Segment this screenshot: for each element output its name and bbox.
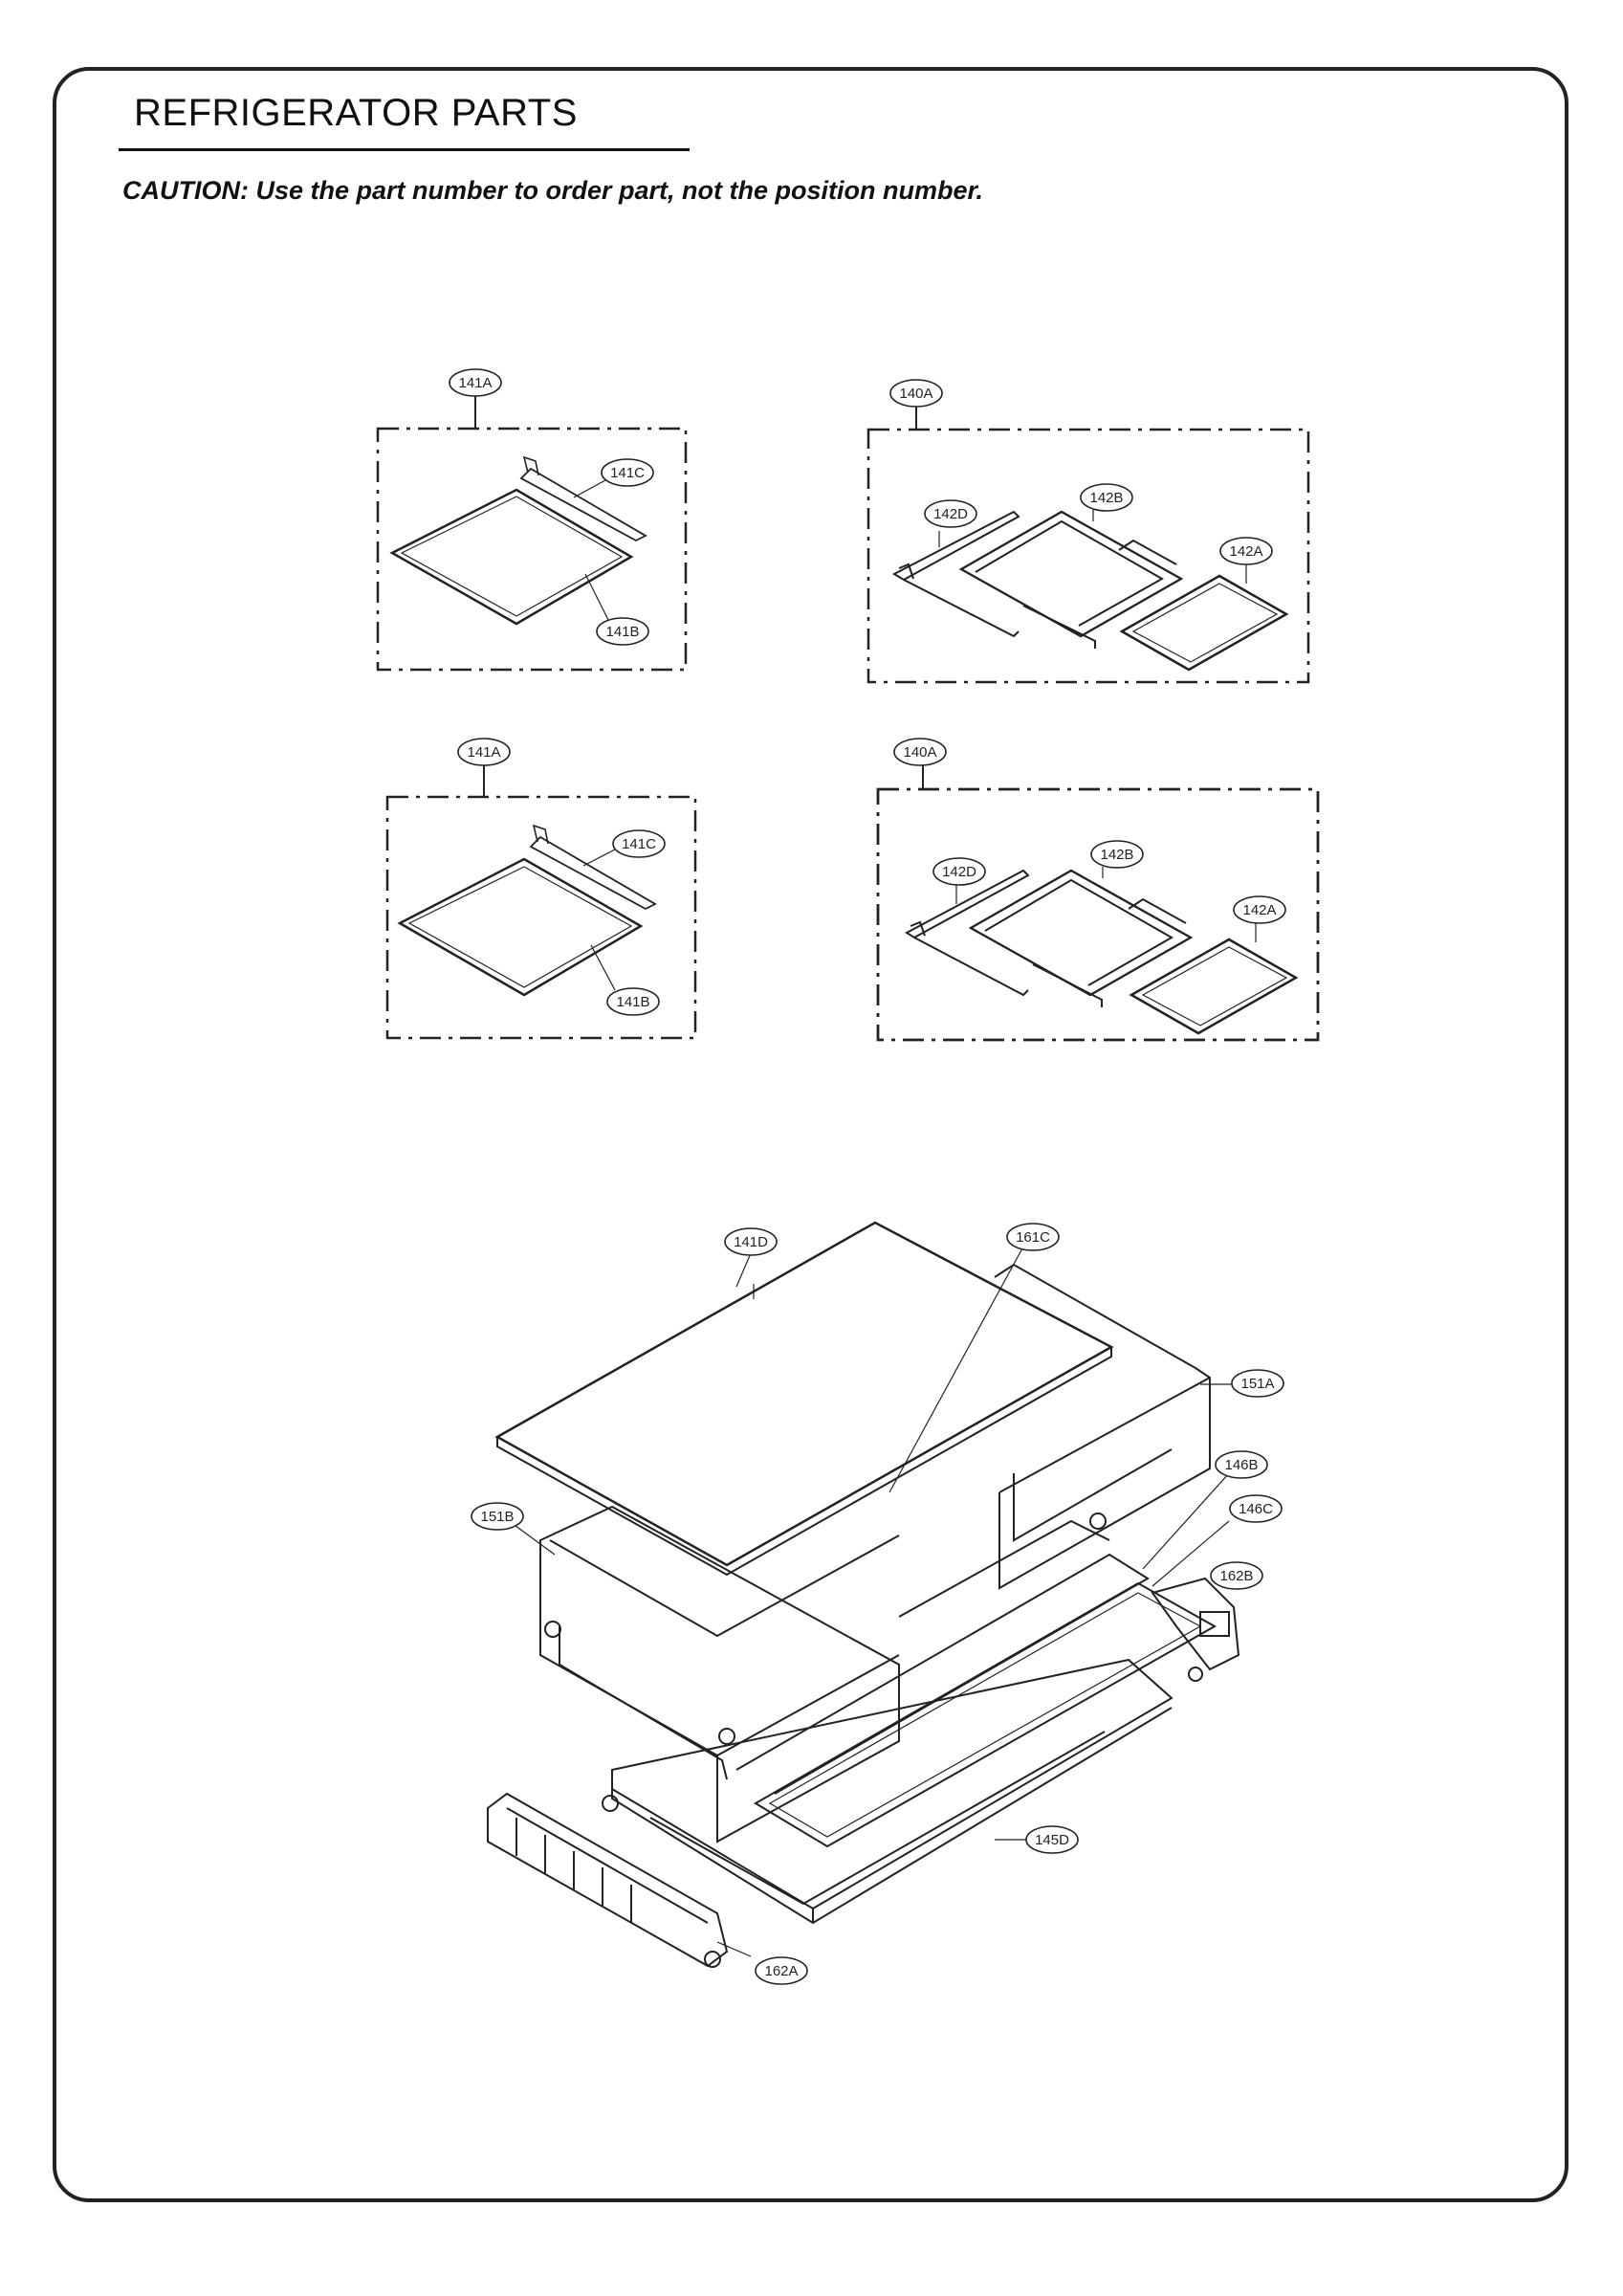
svg-text:146B: 146B bbox=[1224, 1457, 1258, 1473]
svg-text:141C: 141C bbox=[610, 465, 645, 481]
svg-text:141B: 141B bbox=[605, 624, 639, 640]
front-hinge bbox=[487, 1792, 729, 1968]
left-rail bbox=[905, 869, 1030, 939]
dashed-boundary bbox=[866, 428, 1310, 684]
callout-141a-top: 141A bbox=[449, 368, 502, 397]
callout-142b-top: 142B bbox=[1080, 483, 1133, 512]
callout-140a-bottom: 140A bbox=[893, 738, 947, 766]
callout-141c-bottom: 141C bbox=[612, 829, 666, 858]
svg-text:161C: 161C bbox=[1016, 1229, 1050, 1246]
shelf-assembly-141a-top bbox=[376, 396, 688, 672]
callout-141b-bottom: 141B bbox=[606, 987, 660, 1016]
dashed-boundary bbox=[376, 427, 688, 672]
callout-162b: 162B bbox=[1210, 1561, 1263, 1590]
callout-142a-bottom: 142A bbox=[1233, 895, 1286, 924]
svg-text:141B: 141B bbox=[616, 994, 649, 1010]
glass-cover bbox=[494, 1221, 1114, 1567]
svg-text:151B: 151B bbox=[480, 1509, 514, 1525]
shelf-assembly-140a-bottom bbox=[876, 765, 1320, 1042]
svg-text:151A: 151A bbox=[1240, 1376, 1274, 1392]
svg-text:141A: 141A bbox=[467, 744, 500, 761]
callout-161c: 161C bbox=[1006, 1223, 1060, 1251]
svg-text:146C: 146C bbox=[1239, 1501, 1273, 1517]
left-bin bbox=[539, 1505, 900, 1843]
callout-141c-top: 141C bbox=[601, 458, 654, 487]
divider-plate bbox=[754, 1581, 1217, 1848]
callout-142d-bottom: 142D bbox=[932, 857, 986, 886]
callout-142b-bottom: 142B bbox=[1090, 840, 1144, 869]
callout-146b: 146B bbox=[1215, 1450, 1268, 1479]
right-bin bbox=[994, 1263, 1211, 1590]
right-hinge bbox=[1151, 1577, 1240, 1671]
svg-text:140A: 140A bbox=[903, 744, 936, 761]
shelf-assembly-140a-top bbox=[866, 407, 1310, 684]
lower-drawer bbox=[611, 1658, 1173, 1910]
callout-162a: 162A bbox=[755, 1956, 808, 1985]
shelf-assembly-141a-bottom bbox=[385, 765, 697, 1040]
callout-151a: 151A bbox=[1231, 1369, 1284, 1398]
title-underline bbox=[119, 148, 690, 151]
dashed-boundary bbox=[876, 787, 1320, 1042]
crisper-drawer-assembly bbox=[487, 1221, 1240, 1968]
callout-146c: 146C bbox=[1229, 1494, 1283, 1523]
svg-text:145D: 145D bbox=[1035, 1832, 1069, 1848]
svg-text:141D: 141D bbox=[734, 1234, 768, 1250]
page-title: REFRIGERATOR PARTS bbox=[134, 92, 578, 134]
svg-text:142D: 142D bbox=[942, 864, 976, 880]
svg-text:142A: 142A bbox=[1242, 902, 1276, 918]
small-glass bbox=[1129, 938, 1299, 1035]
glass-shelf bbox=[389, 488, 634, 626]
caution-note: CAUTION: Use the part number to order pa… bbox=[122, 176, 984, 205]
glass-shelf bbox=[397, 857, 644, 997]
callout-141b-top: 141B bbox=[596, 617, 649, 646]
svg-text:162A: 162A bbox=[764, 1963, 798, 1979]
callout-141a-bottom: 141A bbox=[457, 738, 511, 766]
left-rail bbox=[891, 510, 1020, 582]
page-frame bbox=[53, 67, 1568, 2202]
callout-140a-top: 140A bbox=[889, 379, 943, 408]
svg-text:141C: 141C bbox=[622, 836, 656, 852]
svg-text:140A: 140A bbox=[899, 386, 932, 402]
callout-145d: 145D bbox=[1025, 1825, 1079, 1854]
callout-142a-top: 142A bbox=[1219, 537, 1273, 565]
svg-text:142A: 142A bbox=[1229, 543, 1262, 560]
svg-text:141A: 141A bbox=[458, 375, 492, 391]
svg-text:162B: 162B bbox=[1219, 1568, 1253, 1584]
bottom-frame bbox=[559, 1626, 728, 1780]
callout-142d-top: 142D bbox=[924, 499, 977, 528]
svg-text:142D: 142D bbox=[933, 506, 968, 522]
svg-text:142B: 142B bbox=[1100, 847, 1133, 863]
callout-151b: 151B bbox=[471, 1502, 524, 1531]
svg-text:142B: 142B bbox=[1089, 490, 1123, 506]
callout-141d: 141D bbox=[724, 1227, 778, 1256]
small-glass bbox=[1119, 574, 1289, 672]
dashed-boundary bbox=[385, 795, 697, 1040]
